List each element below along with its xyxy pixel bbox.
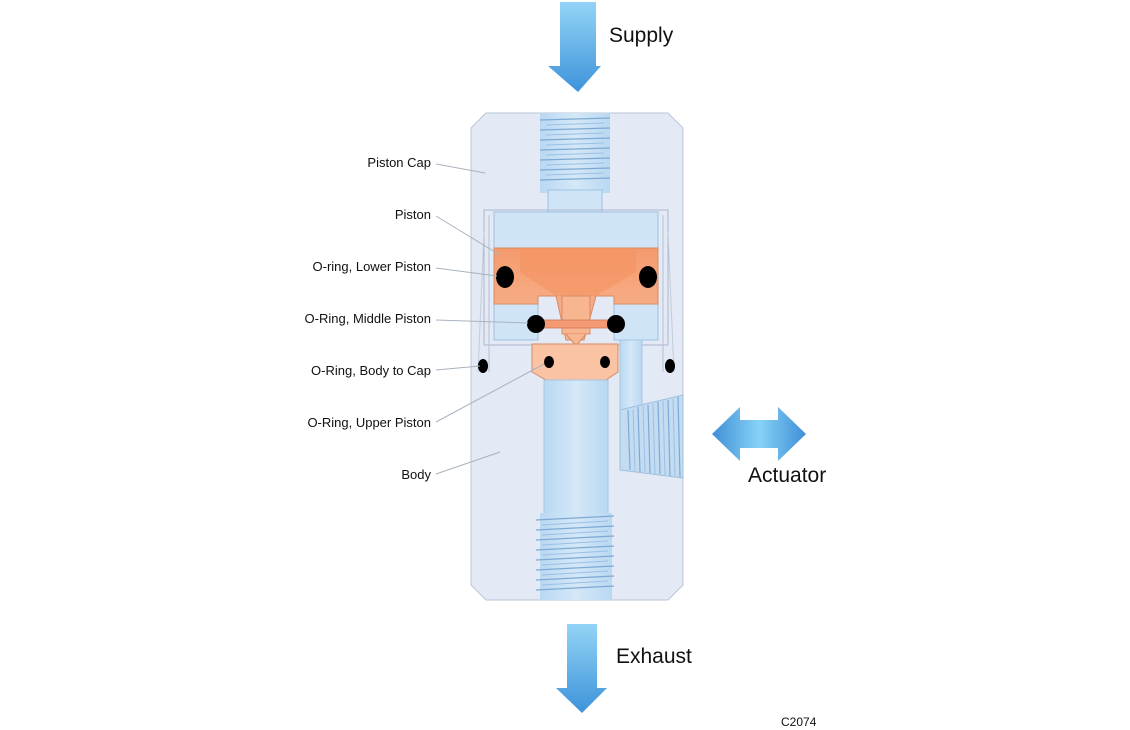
valve-body — [470, 112, 684, 601]
supply-label: Supply — [609, 24, 674, 47]
label-o-ring-upper-piston: O-Ring, Upper Piston — [307, 415, 431, 430]
label-body: Body — [401, 467, 431, 482]
o-ring-lower-piston — [496, 266, 657, 288]
label-o-ring-middle-piston: O-Ring, Middle Piston — [305, 311, 431, 326]
actuator-label: Actuator — [748, 464, 826, 487]
o-ring-upper-piston — [544, 356, 610, 368]
leader-lines — [435, 163, 545, 475]
label-o-ring-body-to-cap: O-Ring, Body to Cap — [311, 363, 431, 378]
label-piston-cap: Piston Cap — [367, 155, 431, 170]
o-ring-body-to-cap — [478, 359, 675, 373]
central-bore — [543, 379, 609, 516]
label-o-ring-lower-piston: O-ring, Lower Piston — [313, 259, 432, 274]
exhaust-arrow — [556, 624, 607, 713]
supply-arrow — [548, 2, 601, 92]
figure-code: C2074 — [781, 715, 817, 729]
bottom-threaded-port — [535, 513, 615, 600]
exhaust-label: Exhaust — [616, 645, 692, 668]
actuator-double-arrow — [712, 407, 806, 461]
top-threaded-port — [539, 113, 611, 213]
part-labels: Piston Cap Piston O-ring, Lower Piston O… — [305, 155, 432, 482]
actuator-threaded-port — [619, 394, 684, 479]
o-ring-middle-piston — [527, 315, 625, 333]
piston-cap — [477, 209, 675, 373]
piston — [493, 247, 659, 381]
label-piston: Piston — [395, 207, 431, 222]
